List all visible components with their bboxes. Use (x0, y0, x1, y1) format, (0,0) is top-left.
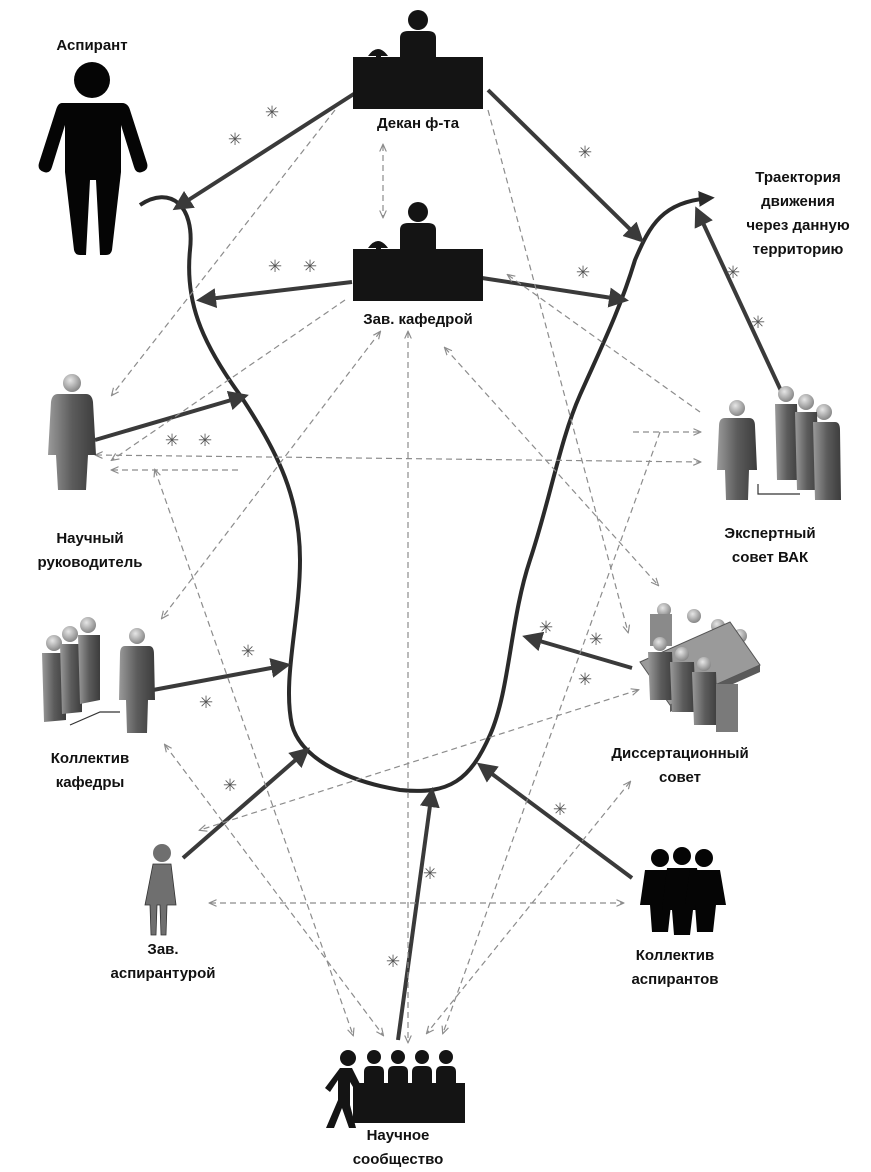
asterisk-5: ✳ (303, 257, 317, 277)
asterisk-13: ✳ (241, 642, 255, 662)
department-staff-label: Коллектив кафедры (50, 750, 130, 791)
asterisk-4: ✳ (268, 257, 282, 277)
expert-group-icon (717, 386, 841, 500)
arrow-vak-to-path-end (694, 206, 785, 396)
vak-council-label: Экспертный совет ВАК (724, 525, 816, 566)
asterisk-7: ✳ (726, 263, 740, 283)
asterisk-14: ✳ (578, 670, 592, 690)
desk-official-icon (353, 10, 483, 109)
student-collective-label: Коллектив аспирантов (631, 947, 719, 988)
crowd-silhouette-icon (640, 847, 726, 935)
asterisk-2: ✳ (228, 130, 242, 150)
asterisk-6: ✳ (576, 263, 590, 283)
arrow-head-to-left (196, 280, 353, 309)
arrow-community-to-path (396, 787, 440, 1041)
arrow-dean-to-student (172, 88, 362, 211)
dissertation-council-label: Диссертационный совет (611, 745, 749, 786)
asterisk-18: ✳ (423, 864, 437, 884)
person-silhouette-icon (38, 62, 148, 255)
graduate-student-label: Аспирант (56, 37, 128, 54)
arrow-dean-to-trajectory (486, 88, 644, 243)
asterisk-17: ✳ (553, 800, 567, 820)
desk-official-icon (353, 202, 483, 301)
department-head-label: Зав. кафедрой (363, 311, 473, 328)
asterisk-1: ✳ (265, 103, 279, 123)
asterisk-16: ✳ (223, 776, 237, 796)
grad-school-head-label: Зав. аспирантурой (110, 941, 216, 982)
arrow-gradhead-to-path (181, 747, 311, 860)
group-of-people-icon (42, 617, 155, 733)
asterisk-10: ✳ (198, 431, 212, 451)
arrow-council-to-path (522, 631, 633, 670)
asterisk-3: ✳ (578, 143, 592, 163)
asterisk-8: ✳ (751, 313, 765, 333)
dashed-interaction-arrows (96, 109, 700, 1042)
asterisk-11: ✳ (539, 618, 553, 638)
trajectory-label: Траектория движения через данную террито… (746, 169, 850, 258)
supervisor-label: Научный руководитель (37, 530, 143, 571)
asterisk-9: ✳ (165, 431, 179, 451)
meeting-table-icon (639, 603, 761, 732)
arrow-staff-to-path (152, 658, 291, 692)
scientific-community-label: Научное сообщество (352, 1127, 444, 1168)
asterisk-19: ✳ (386, 952, 400, 972)
asterisk-markers: ✳ ✳ ✳ ✳ ✳ ✳ ✳ ✳ ✳ ✳ ✳ ✳ ✳ ✳ ✳ ✳ ✳ ✳ ✳ (165, 103, 765, 972)
woman-figure-icon (144, 844, 177, 936)
arrow-head-to-right (481, 276, 629, 308)
panel-at-table-icon (325, 1050, 465, 1128)
asterisk-12: ✳ (589, 630, 603, 650)
dean-label: Декан ф-та (376, 115, 460, 132)
asterisk-15: ✳ (199, 693, 213, 713)
gray-person-icon (48, 374, 96, 490)
